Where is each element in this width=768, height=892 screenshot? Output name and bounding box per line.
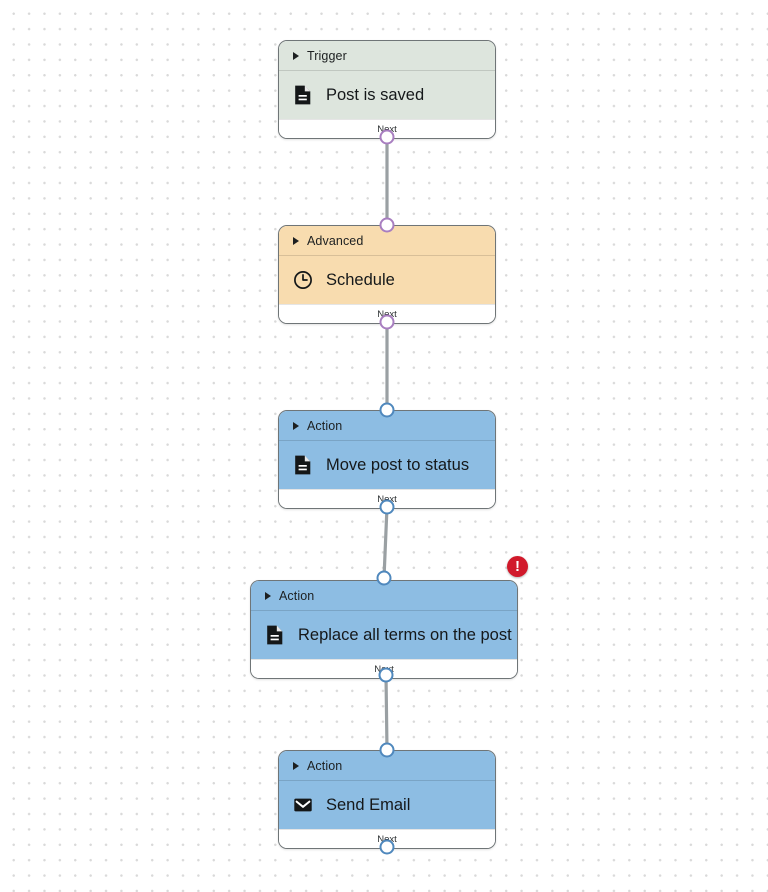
node-action-send-email[interactable]: Action Send EmailNext <box>278 750 496 849</box>
disclosure-triangle-icon[interactable] <box>293 421 299 430</box>
node-title: Replace all terms on the post <box>298 625 512 644</box>
document-icon <box>295 85 311 105</box>
node-next-footer[interactable]: Next <box>279 119 495 138</box>
node-next-label: Next <box>377 494 397 505</box>
node-action-replace-all-terms[interactable]: Action Replace all terms on the postNext <box>250 580 518 679</box>
clock-icon <box>294 271 312 289</box>
node-category-label: Trigger <box>307 48 347 63</box>
disclosure-triangle-icon[interactable] <box>293 236 299 245</box>
node-category-label: Action <box>307 758 343 773</box>
node-category-label: Action <box>307 418 343 433</box>
node-body[interactable]: Post is saved <box>279 71 495 119</box>
node-body[interactable]: Replace all terms on the post <box>251 611 517 659</box>
node-header[interactable]: Action <box>251 581 517 611</box>
node-category-label: Action <box>279 588 315 603</box>
disclosure-triangle-icon[interactable] <box>265 591 271 600</box>
node-advanced-schedule[interactable]: Advanced ScheduleNext <box>278 225 496 324</box>
document-icon <box>267 625 283 645</box>
port-send-email-out[interactable] <box>379 839 395 855</box>
document-icon <box>295 455 311 475</box>
node-next-footer[interactable]: Next <box>279 304 495 323</box>
edge-move-post-to-replace-terms[interactable] <box>382 505 389 580</box>
node-title: Send Email <box>326 795 411 814</box>
port-send-email-in[interactable] <box>379 742 395 758</box>
disclosure-triangle-icon[interactable] <box>293 51 299 60</box>
envelope-icon <box>294 798 312 812</box>
node-title: Post is saved <box>326 85 425 104</box>
node-category-label: Advanced <box>307 233 364 248</box>
disclosure-triangle-icon[interactable] <box>293 761 299 770</box>
port-replace-terms-in[interactable] <box>376 570 392 586</box>
node-next-label: Next <box>377 124 397 135</box>
exclamation-icon: ! <box>515 557 520 575</box>
port-move-post-in[interactable] <box>379 402 395 418</box>
node-next-footer[interactable]: Next <box>279 829 495 848</box>
error-badge[interactable]: ! <box>507 556 528 577</box>
node-header[interactable]: Advanced <box>279 226 495 256</box>
node-body[interactable]: Send Email <box>279 781 495 829</box>
node-title: Move post to status <box>326 455 470 474</box>
node-header[interactable]: Trigger <box>279 41 495 71</box>
port-trigger-out[interactable] <box>379 129 395 145</box>
port-replace-terms-out[interactable] <box>378 667 394 683</box>
port-move-post-out[interactable] <box>379 499 395 515</box>
port-advanced-out[interactable] <box>379 314 395 330</box>
node-body[interactable]: Move post to status <box>279 441 495 489</box>
node-next-label: Next <box>377 834 397 845</box>
node-header[interactable]: Action <box>279 751 495 781</box>
node-action-move-post-to-status[interactable]: Action Move post to statusNext <box>278 410 496 509</box>
edge-replace-terms-to-send-email[interactable] <box>384 673 389 752</box>
node-trigger-post-is-saved[interactable]: Trigger Post is savedNext <box>278 40 496 139</box>
node-body[interactable]: Schedule <box>279 256 495 304</box>
node-header[interactable]: Action <box>279 411 495 441</box>
node-next-footer[interactable]: Next <box>279 489 495 508</box>
node-next-label: Next <box>377 309 397 320</box>
node-title: Schedule <box>326 270 395 289</box>
port-advanced-in[interactable] <box>379 217 395 233</box>
